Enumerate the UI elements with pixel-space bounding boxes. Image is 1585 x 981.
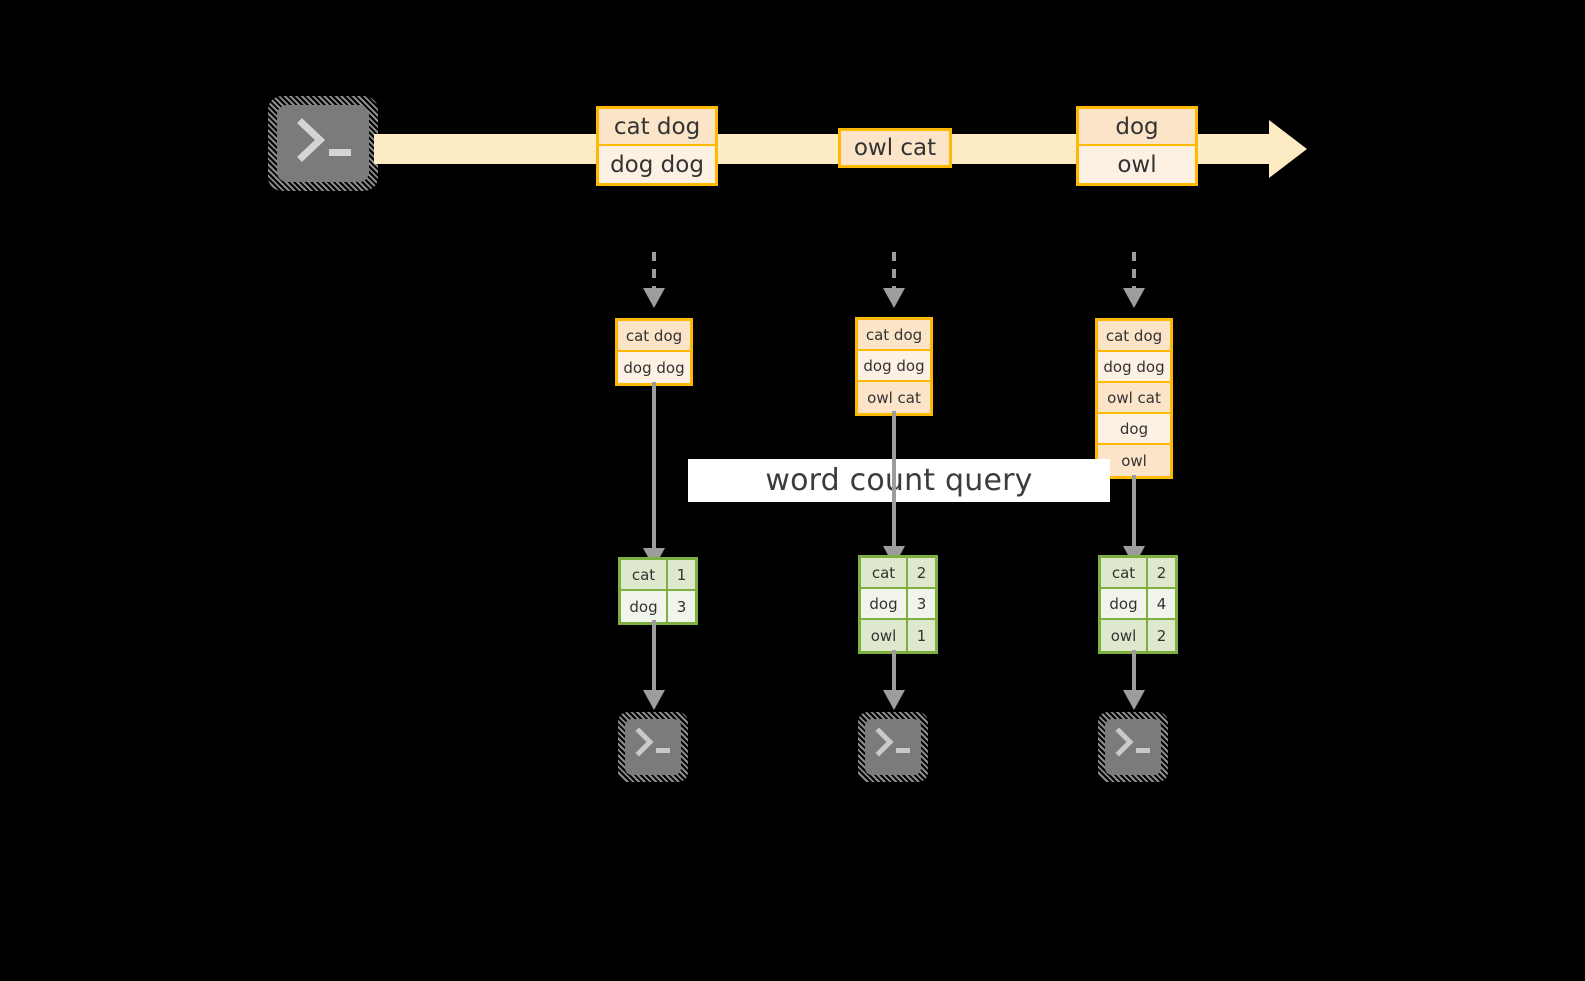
result-count: 2 xyxy=(1148,620,1175,651)
record-line: dog xyxy=(1079,109,1195,146)
sink-terminal-icon-2 xyxy=(858,712,928,782)
terminal-screen xyxy=(1105,719,1161,775)
sink-flow-arrowhead-3 xyxy=(1123,690,1145,710)
terminal-prompt-glyph xyxy=(635,727,670,757)
accumulated-table-1: cat dog dog dog xyxy=(615,318,693,386)
record-line: dog dog xyxy=(1098,352,1170,383)
result-word: cat xyxy=(1101,558,1148,587)
result-count: 3 xyxy=(908,589,935,618)
terminal-prompt-glyph xyxy=(297,118,351,162)
terminal-prompt-glyph xyxy=(875,727,910,757)
table-row: dog 4 xyxy=(1101,589,1175,620)
table-row: owl 2 xyxy=(1101,620,1175,651)
record-line: cat dog xyxy=(858,320,930,351)
table-row: cat 1 xyxy=(621,560,695,591)
table-row: dog 3 xyxy=(861,589,935,620)
stream-event-batch-1: cat dog dog dog xyxy=(596,106,718,186)
table-row: cat 2 xyxy=(861,558,935,589)
query-flow-line-1 xyxy=(652,382,656,552)
record-line: owl xyxy=(1098,445,1170,476)
snapshot-trigger-arrowhead-2 xyxy=(883,288,905,308)
snapshot-trigger-line-3 xyxy=(1132,252,1136,290)
sink-flow-line-1 xyxy=(652,620,656,692)
result-table-1: cat 1 dog 3 xyxy=(618,557,698,625)
record-line: owl cat xyxy=(858,382,930,413)
sink-terminal-icon-1 xyxy=(618,712,688,782)
result-word: dog xyxy=(861,589,908,618)
result-word: cat xyxy=(861,558,908,587)
result-word: cat xyxy=(621,560,668,589)
result-count: 3 xyxy=(668,591,695,622)
table-row: owl 1 xyxy=(861,620,935,651)
sink-flow-line-3 xyxy=(1132,650,1136,692)
result-word: dog xyxy=(621,591,668,622)
table-row: dog 3 xyxy=(621,591,695,622)
stream-event-batch-2: owl cat xyxy=(838,128,952,168)
result-table-2: cat 2 dog 3 owl 1 xyxy=(858,555,938,654)
result-count: 1 xyxy=(668,560,695,589)
record-line: owl cat xyxy=(1098,383,1170,414)
record-line: dog xyxy=(1098,414,1170,445)
sink-flow-line-2 xyxy=(892,650,896,692)
result-count: 4 xyxy=(1148,589,1175,618)
snapshot-trigger-line-2 xyxy=(892,252,896,290)
result-table-3: cat 2 dog 4 owl 2 xyxy=(1098,555,1178,654)
table-row: cat 2 xyxy=(1101,558,1175,589)
stream-event-batch-3: dog owl xyxy=(1076,106,1198,186)
result-count: 1 xyxy=(908,620,935,651)
result-word: dog xyxy=(1101,589,1148,618)
record-line: dog dog xyxy=(618,352,690,383)
sink-terminal-icon-3 xyxy=(1098,712,1168,782)
query-flow-line-3 xyxy=(1132,475,1136,552)
result-count: 2 xyxy=(908,558,935,587)
result-word: owl xyxy=(861,620,908,651)
source-terminal-icon xyxy=(268,96,378,191)
record-line: dog dog xyxy=(599,146,715,183)
accumulated-table-2: cat dog dog dog owl cat xyxy=(855,317,933,416)
stream-arrowhead xyxy=(1269,120,1307,178)
snapshot-trigger-line-1 xyxy=(652,252,656,290)
query-flow-line-2-overlay xyxy=(892,459,896,502)
result-word: owl xyxy=(1101,620,1148,651)
record-line: cat dog xyxy=(618,321,690,352)
sink-flow-arrowhead-1 xyxy=(643,690,665,710)
snapshot-trigger-arrowhead-1 xyxy=(643,288,665,308)
accumulated-table-3: cat dog dog dog owl cat dog owl xyxy=(1095,318,1173,479)
terminal-screen xyxy=(277,105,369,182)
record-line: owl xyxy=(1079,146,1195,183)
record-line: dog dog xyxy=(858,351,930,382)
result-count: 2 xyxy=(1148,558,1175,587)
terminal-screen xyxy=(865,719,921,775)
terminal-prompt-glyph xyxy=(1115,727,1150,757)
record-line: cat dog xyxy=(599,109,715,146)
sink-flow-arrowhead-2 xyxy=(883,690,905,710)
terminal-screen xyxy=(625,719,681,775)
record-line: cat dog xyxy=(1098,321,1170,352)
snapshot-trigger-arrowhead-3 xyxy=(1123,288,1145,308)
record-line: owl cat xyxy=(841,131,949,165)
query-label: word count query xyxy=(688,459,1110,502)
